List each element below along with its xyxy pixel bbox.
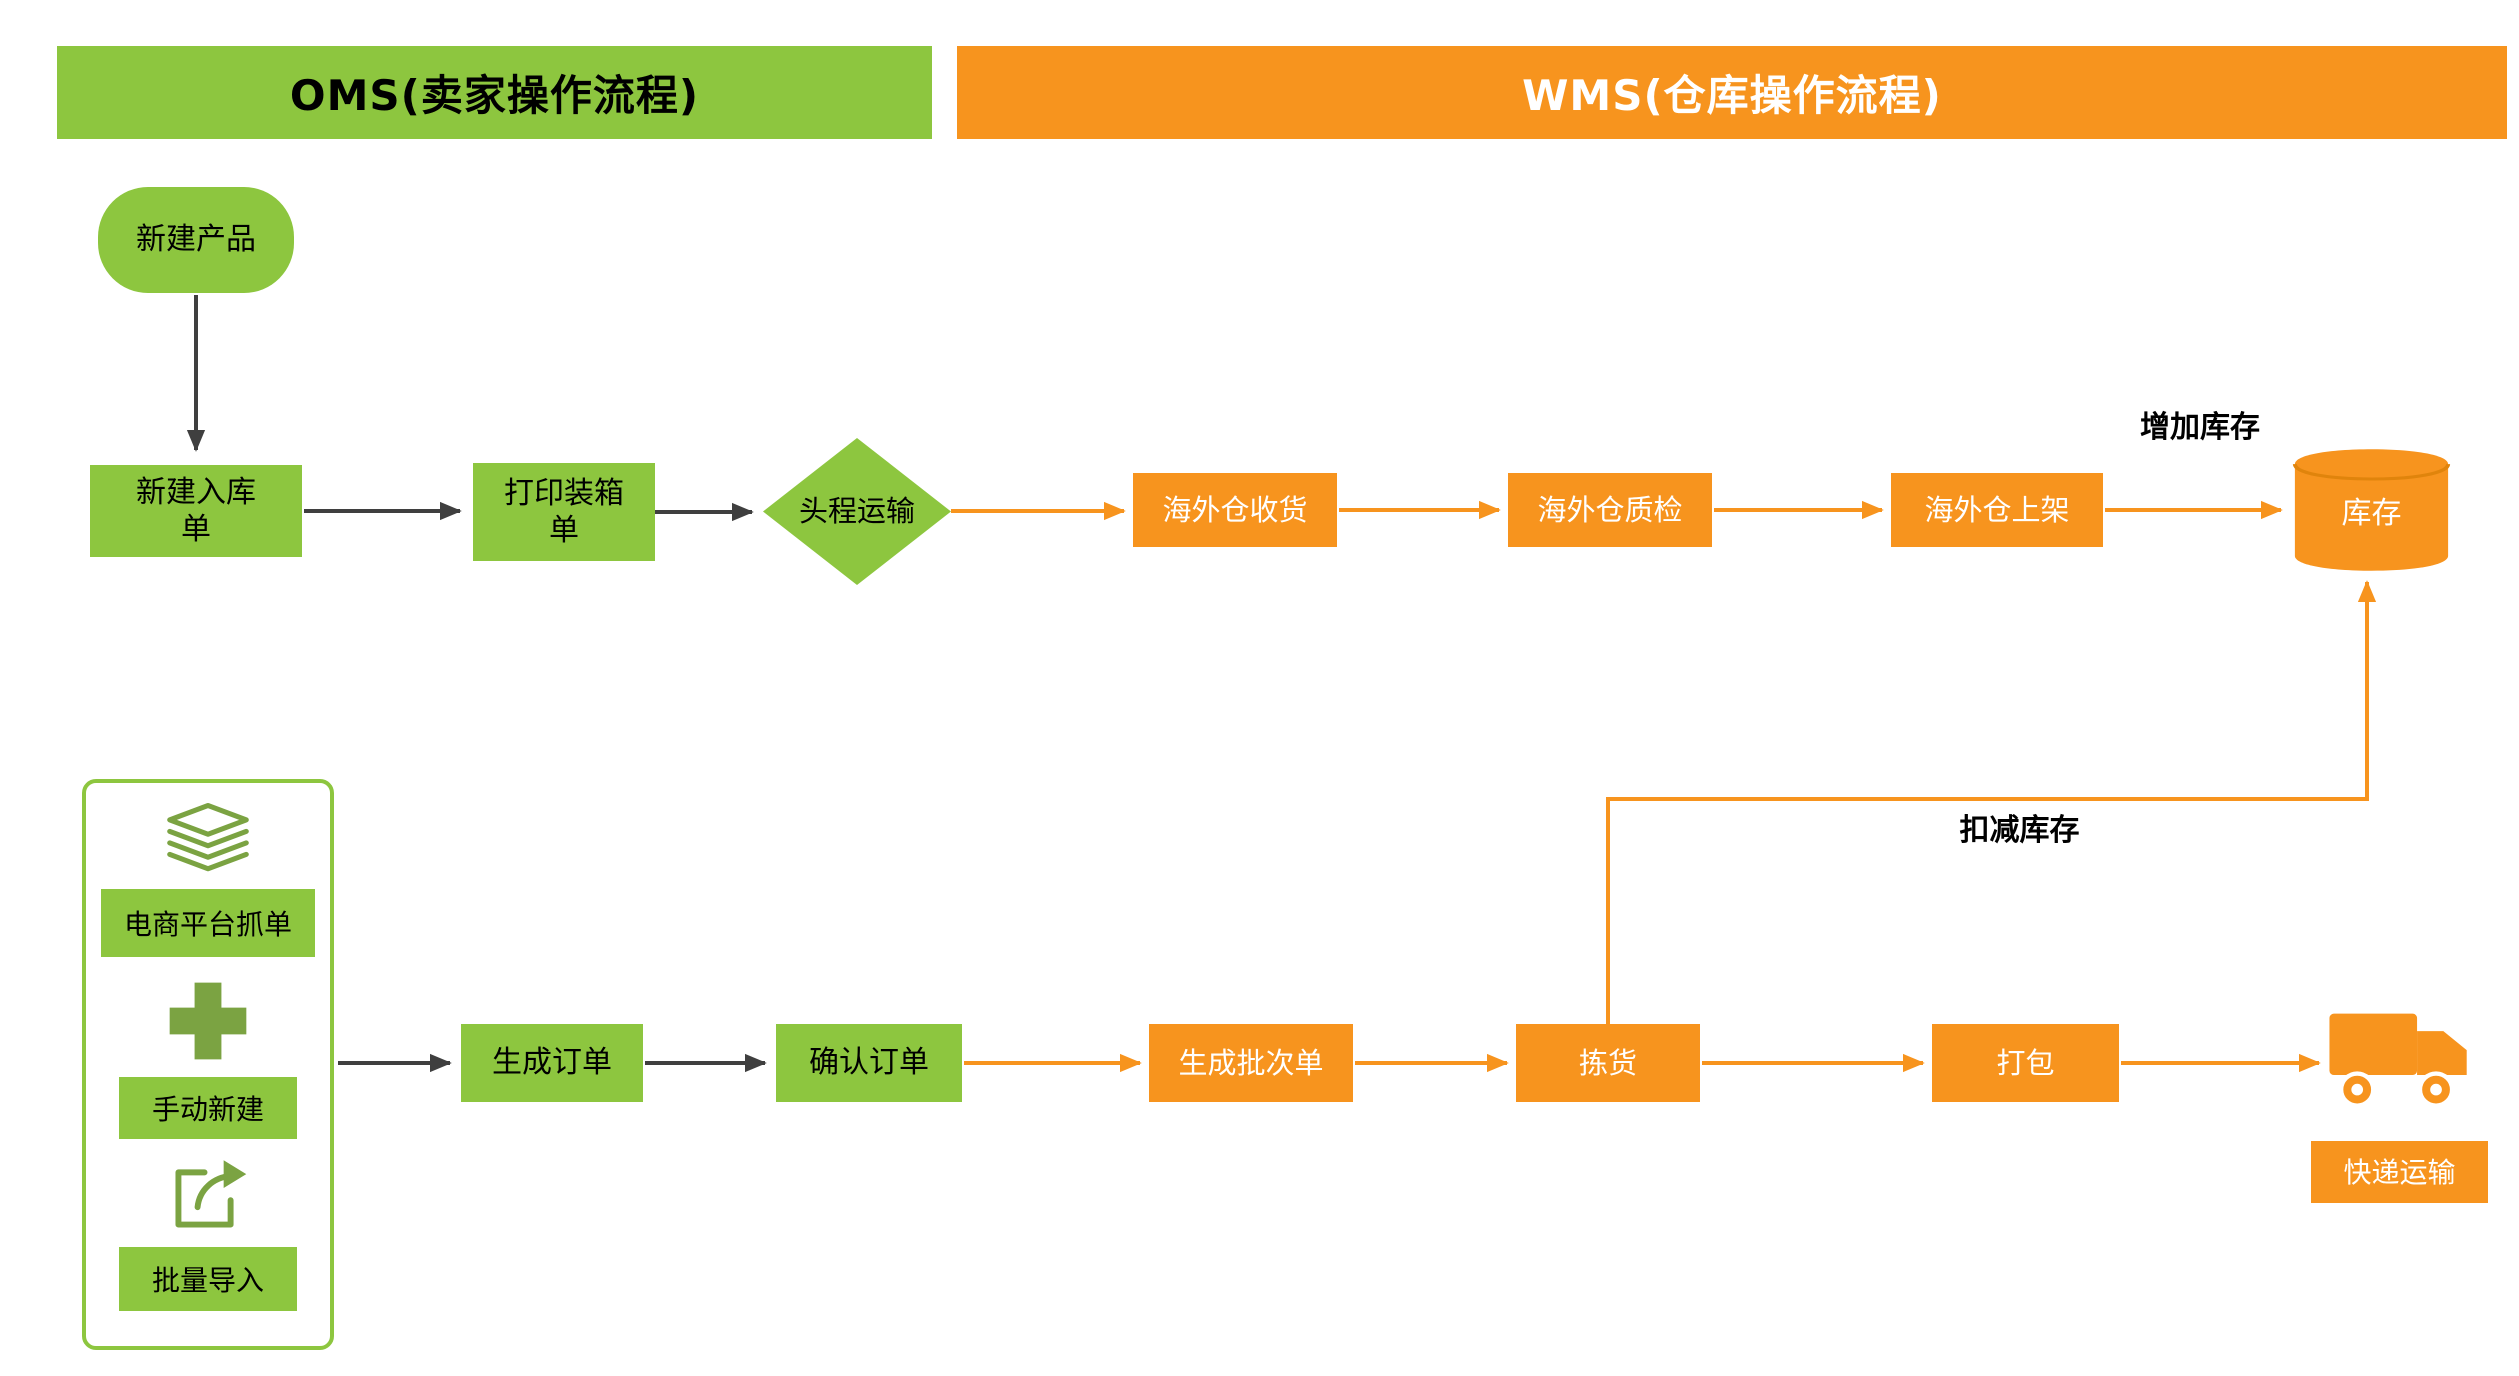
node-new-product: 新建产品 bbox=[98, 187, 294, 293]
decrease-inventory-label: 扣减库存 bbox=[1959, 813, 2080, 848]
oms-header: OMS(卖家操作流程) bbox=[57, 46, 932, 139]
node-print-packing-list: 打印装箱单 bbox=[473, 463, 655, 561]
node-batch-import: 批量导入 bbox=[119, 1247, 297, 1311]
node-manual-create: 手动新建 bbox=[119, 1077, 297, 1139]
node-express-transport: 快递运输 bbox=[2311, 1141, 2488, 1203]
node-platform-grab-order: 电商平台抓单 bbox=[101, 889, 315, 957]
order-sources-container: 电商平台抓单 手动新建 批量导入 bbox=[82, 779, 334, 1350]
node-generate-batch-order: 生成批次单 bbox=[1149, 1024, 1353, 1102]
node-generate-order: 生成订单 bbox=[461, 1024, 643, 1102]
node-overseas-qc: 海外仓质检 bbox=[1508, 473, 1712, 547]
node-label-inventory: 库存 bbox=[2341, 496, 2402, 531]
node-overseas-shelving: 海外仓上架 bbox=[1891, 473, 2103, 547]
node-inventory: 库存 bbox=[2290, 448, 2453, 572]
layers-icon bbox=[162, 801, 254, 879]
node-packing: 打包 bbox=[1932, 1024, 2119, 1102]
connector-picking-to-inventory bbox=[1606, 580, 2377, 1024]
increase-inventory-label: 增加库存 bbox=[2140, 410, 2260, 445]
node-overseas-receiving: 海外仓收货 bbox=[1133, 473, 1337, 547]
wms-header: WMS(仓库操作流程) bbox=[957, 46, 2507, 139]
node-new-inbound-order: 新建入库单 bbox=[90, 465, 302, 557]
node-picking: 拣货 bbox=[1516, 1024, 1700, 1102]
truck-icon bbox=[2328, 998, 2474, 1114]
node-confirm-order: 确认订单 bbox=[776, 1024, 962, 1102]
plus-icon bbox=[162, 975, 254, 1067]
node-first-leg-transport: 头程运输 bbox=[763, 438, 951, 585]
database-cylinder-icon bbox=[2292, 449, 2451, 571]
export-icon bbox=[165, 1155, 251, 1235]
